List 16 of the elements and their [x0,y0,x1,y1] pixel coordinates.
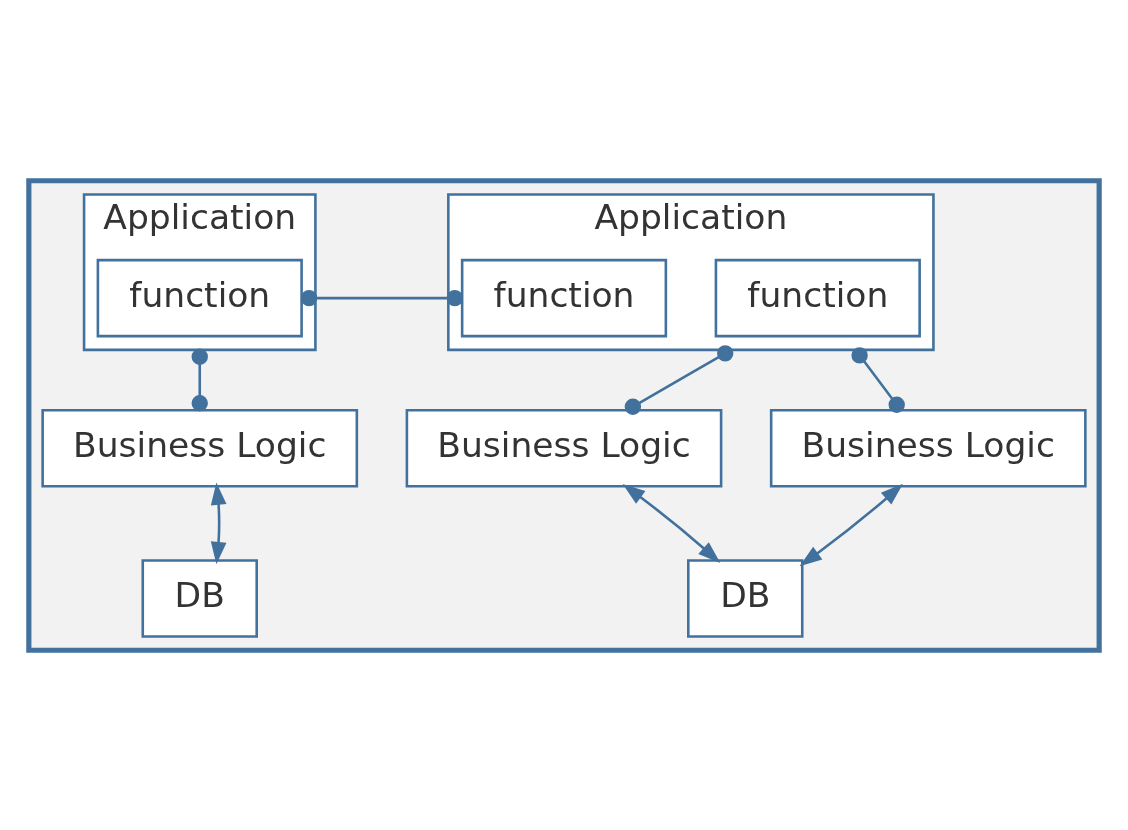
connector [851,346,905,413]
node-box: function [96,258,303,337]
connector [624,344,734,415]
node-box: DB [687,558,804,638]
connector [300,289,464,306]
arrow [210,481,227,564]
node-box: Business Logic [41,408,359,488]
node-box: function [460,258,668,337]
connector [191,348,208,411]
node-box: function [714,258,921,337]
cluster [26,177,1102,653]
arrow [622,483,721,563]
arrow [799,483,903,566]
node-box: Business Logic [405,408,723,488]
node-box: DB [141,558,258,638]
node-box: Business Logic [769,408,1087,488]
